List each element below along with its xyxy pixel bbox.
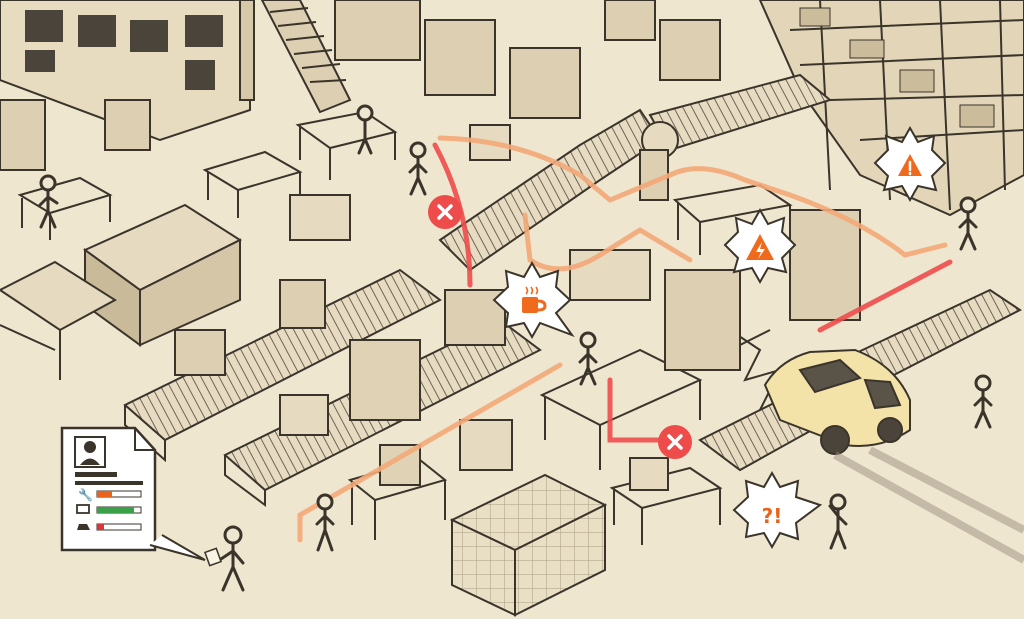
route-planned [297, 135, 948, 543]
x-circle-icon [658, 425, 692, 459]
worker [578, 331, 598, 386]
x-circle-icon [428, 195, 462, 229]
exclamation-burst-icon: ?! [732, 470, 823, 550]
conveyor-center-ramp [438, 73, 833, 272]
worker [315, 493, 335, 552]
worker [828, 493, 848, 550]
worker [356, 104, 374, 155]
worker [38, 174, 59, 229]
car-icon [77, 524, 90, 530]
coffee-cup-icon [492, 260, 575, 340]
skill-bar-fill [97, 524, 104, 530]
stairs-back [239, 0, 352, 114]
avatar [74, 436, 106, 468]
back-machines [0, 0, 721, 171]
skill-row-computer [76, 504, 142, 514]
worker [219, 525, 245, 592]
computer-icon [76, 504, 90, 514]
building-left [0, 0, 251, 142]
skill-row-car [77, 523, 142, 531]
lightning-icon [723, 207, 797, 285]
enclosure-left [0, 203, 243, 380]
pallet-stack [449, 473, 608, 617]
workers [38, 104, 993, 592]
detail-line [75, 481, 143, 485]
worker-profile-card-icon: 🔧 [60, 426, 206, 561]
worker [973, 374, 993, 429]
worker [408, 141, 428, 196]
name-line [75, 472, 117, 477]
car [763, 348, 1024, 564]
skill-bar-fill [97, 507, 134, 513]
worker [958, 196, 978, 251]
held-card [204, 547, 222, 567]
warning-triangle-icon [873, 125, 947, 203]
skill-bar-fill [97, 491, 112, 497]
unexpected-callout-text: ?! [762, 504, 783, 528]
wrench-icon: 🔧 [78, 487, 93, 502]
skill-row-wrench: 🔧 [78, 487, 142, 502]
machines-foreground [174, 124, 861, 491]
